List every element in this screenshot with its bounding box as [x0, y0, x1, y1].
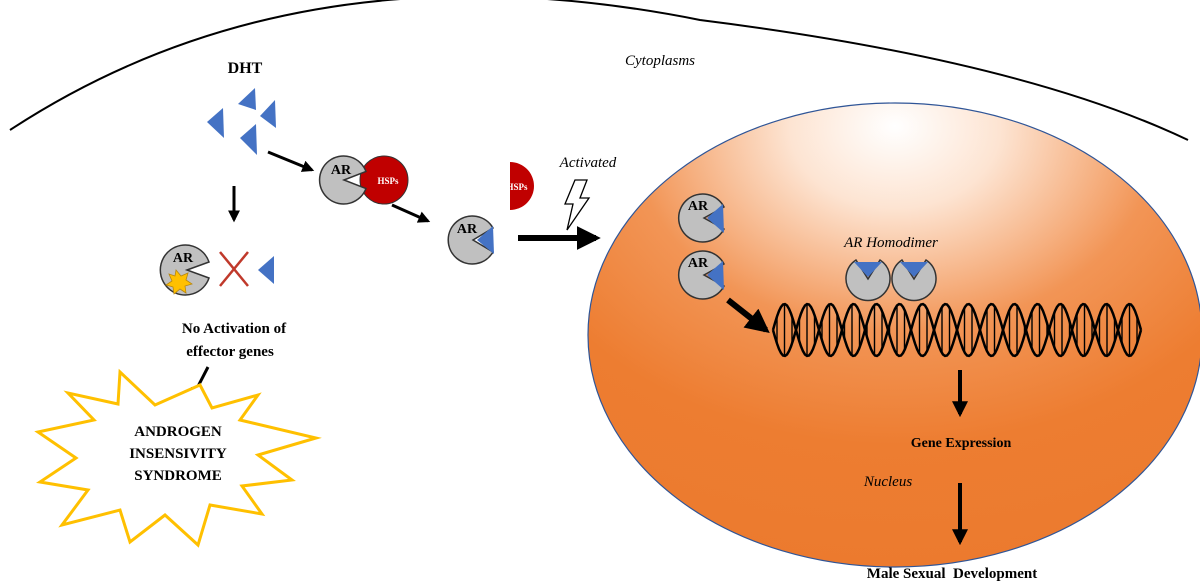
cross-mark-icon: [219, 251, 249, 287]
ar-receptor-shape: [677, 193, 726, 243]
nucleus-label: Nucleus: [863, 474, 912, 490]
ar-label: AR: [688, 256, 709, 271]
hsp-label: HSPs: [377, 176, 399, 186]
ar-label: AR: [688, 199, 709, 214]
dna-double-helix: [771, 302, 1143, 358]
ar-label: AR: [173, 251, 194, 266]
ar-receptor-shape: [318, 155, 367, 205]
nucleus-body: [587, 102, 1200, 568]
ais-starburst: [34, 368, 322, 548]
dht-ligand: [258, 256, 274, 284]
mutation-star-icon: [165, 269, 193, 295]
lightning-bolt-icon: [564, 179, 591, 231]
no-activation-text-2: effector genes: [186, 344, 274, 360]
dht-ligand: [207, 108, 224, 138]
dht-ligand-group: [207, 88, 276, 155]
dna-strand: [771, 302, 1143, 358]
cytoplasm-label: Cytoplasms: [625, 53, 695, 69]
male-development-label: Male Sexual Development: [867, 566, 1037, 582]
ar-receptor-shape: [677, 250, 726, 300]
dht-ligand: [854, 262, 882, 277]
ais-text-2: INSENSIVITY: [129, 446, 227, 462]
cell-membrane: [9, 0, 1189, 141]
mutant-ar: AR: [159, 244, 210, 296]
arrow-ar-to-dna: [726, 297, 770, 333]
no-activation-text-1: No Activation of: [182, 321, 287, 337]
ar-bound-dht: AR: [447, 215, 495, 265]
dht-ligand: [477, 226, 494, 254]
dht-ligand: [900, 262, 928, 277]
released-hsp: HSPs: [506, 162, 534, 210]
arrow-complex-to-bound-ar: [391, 203, 431, 223]
ar-hsp-complex: HSPs AR: [318, 155, 409, 205]
gene-expression-label: Gene Expression: [911, 436, 1012, 451]
dht-ligand: [260, 100, 276, 128]
ais-text-3: SYNDROME: [134, 468, 222, 484]
ar-homodimer: [845, 258, 937, 302]
ar-label: AR: [331, 163, 352, 178]
activated-label: Activated: [559, 155, 617, 171]
dht-ligand: [707, 204, 724, 233]
dht-ligand: [707, 261, 724, 290]
nuclear-ar-1: AR: [677, 193, 726, 243]
ar-receptor-shape: [845, 258, 891, 302]
ar-homodimer-label: AR Homodimer: [843, 235, 938, 251]
dht-label: DHT: [228, 60, 263, 77]
ar-receptor-shape: [891, 258, 937, 302]
ar-label: AR: [457, 222, 478, 237]
nuclear-ar-2: AR: [677, 250, 726, 300]
arrow-dht-to-complex: [267, 150, 315, 172]
hsp-label: HSPs: [506, 182, 528, 192]
ar-receptor-shape: [447, 215, 495, 265]
ais-text-1: ANDROGEN: [134, 424, 222, 440]
dht-ligand: [240, 124, 257, 155]
dht-ligand: [238, 88, 256, 110]
